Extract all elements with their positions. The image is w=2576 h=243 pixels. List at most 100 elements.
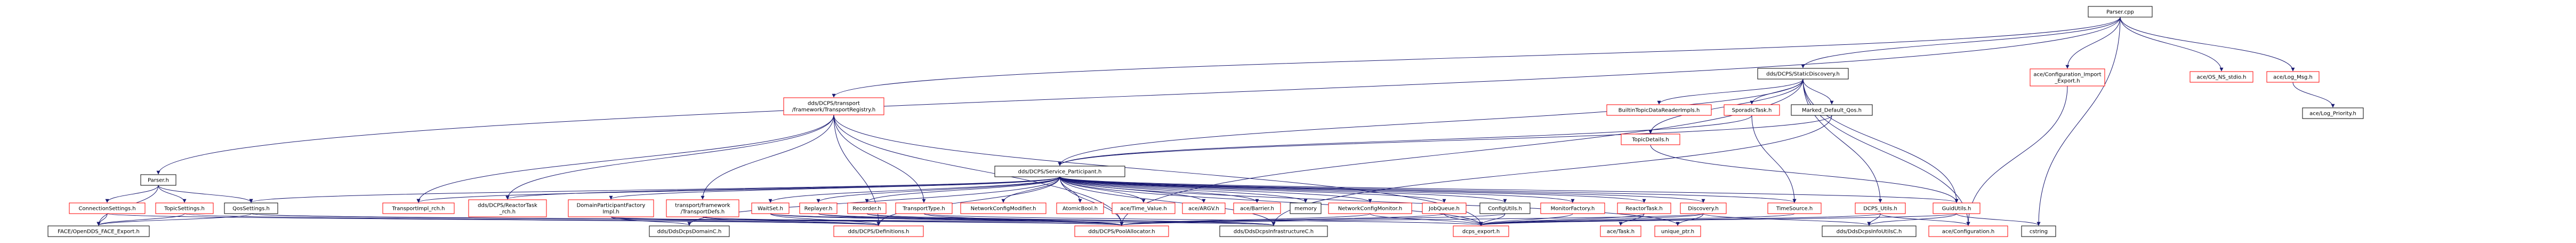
node-topic-details[interactable]: TopicDetails.h [1621, 134, 1680, 145]
edge-parser_h-to-qos_settings [158, 185, 253, 203]
node-cstring[interactable]: cstring [2021, 225, 2056, 237]
node-infrastructure-c[interactable]: dds/DdsDcpsInfrastructureC.h [1219, 225, 1328, 237]
node-label: dds/DdsDcpsInfrastructureC.h [1234, 229, 1314, 235]
node-box [1290, 202, 1322, 214]
node-box [1855, 202, 1906, 214]
node-ace-time-value[interactable]: ace/Time_Value.h [1112, 202, 1176, 214]
node-guid-utils[interactable]: GuidUtils.h [1933, 202, 1981, 214]
node-atomic-bool[interactable]: AtomicBool.h [1056, 202, 1104, 214]
edge-recorder-to-infrastructure_c [866, 213, 1276, 226]
node-box [224, 202, 278, 214]
node-dcps-utils[interactable]: DCPS_Utils.h [1855, 202, 1906, 214]
edge-service_participant-to-recorder [865, 176, 1060, 203]
node-ace-os-stdio[interactable]: ace/OS_NS_stdio.h [2189, 71, 2253, 83]
node-label: MonitorFactory.h [1551, 206, 1595, 212]
edge-domain_participant_factory-to-dds_domain_c [610, 216, 691, 226]
node-label: Marked_Default_Qos.h [1802, 108, 1862, 114]
edge-topic_details-to-guid_utils [1650, 144, 1959, 203]
edge-transport_type-to-dcps_export [923, 213, 1483, 226]
node-ds-static[interactable]: dds/DCPS/StaticDiscovery.h [1757, 68, 1849, 80]
node-qos-settings[interactable]: QosSettings.h [224, 202, 278, 214]
node-parser-h[interactable]: Parser.h [140, 174, 176, 186]
edge-service_participant-to-reactor_task [1059, 176, 1646, 203]
edge-ds_static-to-builtin_reader [1657, 79, 1804, 105]
node-ace-task[interactable]: ace/Task.h [1600, 225, 1641, 237]
node-box [833, 225, 924, 237]
node-label: dds/DdsDcpsDomainC.h [657, 229, 722, 235]
node-box [783, 97, 884, 115]
node-label: FACE/OpenDDS_FACE_Export.h [58, 229, 140, 235]
node-service-participant[interactable]: dds/DCPS/Service_Participant.h [994, 166, 1125, 177]
edge-sporadic_task-to-time_source [1751, 115, 1797, 203]
node-label: Discovery.h [1688, 206, 1719, 212]
node-dds-domain-c[interactable]: dds/DdsDcpsDomainC.h [649, 225, 730, 237]
edge-reactor_task-to-dcps_export [1479, 213, 1645, 226]
edge-guid_utils-to-info_utils_c [1867, 213, 1957, 226]
node-transport-defs[interactable]: transport/framework/TransportDefs.h [666, 199, 739, 217]
node-label: NetworkConfigModifier.h [971, 206, 1036, 212]
node-unique-ptr[interactable]: unique_ptr.h [1654, 225, 1701, 237]
edge-root-to-transport_registry [832, 17, 2121, 98]
edge-root-to-parser_h [156, 17, 2121, 175]
node-label: ace/Task.h [1607, 229, 1635, 235]
edge-topic_settings-to-face_export [96, 213, 185, 226]
node-network-config-monitor[interactable]: NetworkConfigMonitor.h [1328, 202, 1412, 214]
node-label: ace/Time_Value.h [1120, 206, 1167, 212]
node-box [2088, 6, 2153, 18]
edge-transport_defs-to-pool_allocator [702, 216, 1123, 226]
node-time-source[interactable]: TimeSource.h [1767, 202, 1822, 214]
node-discovery[interactable]: Discovery.h [1680, 202, 1727, 214]
node-face-export[interactable]: FACE/OpenDDS_FACE_Export.h [47, 225, 150, 237]
node-reactor-task-rch[interactable]: dds/DCPS/ReactorTask_rch.h [468, 199, 547, 217]
node-ace-log-msg[interactable]: ace/Log_Msg.h [2266, 71, 2320, 83]
node-box [382, 202, 455, 214]
node-root[interactable]: Parser.cpp [2088, 6, 2153, 18]
node-topic-settings[interactable]: TopicSettings.h [155, 202, 214, 214]
node-wait-set[interactable]: WaitSet.h [751, 202, 790, 214]
node-recorder[interactable]: Recorder.h [847, 202, 887, 214]
node-connection-settings[interactable]: ConnectionSettings.h [69, 202, 146, 214]
node-config-utils[interactable]: ConfigUtils.h [1479, 202, 1531, 214]
node-label: dds/DCPS/PoolAllocator.h [1088, 229, 1155, 235]
edge-ace_cfg_import-to-ace_configuration [1966, 85, 2068, 226]
node-ace-log-priority[interactable]: ace/Log_Priority.h [2302, 107, 2364, 119]
node-builtin-reader[interactable]: BuiltinTopicDataReaderImpls.h [1606, 104, 1712, 116]
node-sporadic-task[interactable]: SporadicTask.h [1724, 104, 1780, 116]
node-dcps-export[interactable]: dcps_export.h [1453, 225, 1509, 237]
edge-ace_log_msg-to-ace_log_priority [2292, 82, 2335, 108]
node-replayer[interactable]: Replayer.h [799, 202, 838, 214]
node-ace-barrier[interactable]: ace/Barrier.h [1233, 202, 1281, 214]
node-ace-cfg-import[interactable]: ace/Configuration_Import_Export.h [2030, 68, 2105, 87]
node-pool-allocator[interactable]: dds/DCPS/PoolAllocator.h [1074, 225, 1169, 237]
node-transport-registry[interactable]: dds/DCPS/transport/framework/TransportRe… [783, 97, 884, 115]
node-label: TimeSource.h [1776, 206, 1813, 212]
node-network-config-modifier[interactable]: NetworkConfigModifier.h [960, 202, 1046, 214]
edge-guid_utils-to-cstring [1956, 213, 2041, 226]
node-job-queue[interactable]: JobQueue.h [1422, 202, 1467, 214]
node-ace-argv[interactable]: ace/ARGV.h [1182, 202, 1226, 214]
node-dcps-definitions[interactable]: dds/DCPS/Definitions.h [833, 225, 924, 237]
node-box [1928, 225, 2008, 237]
node-label: transport/framework [675, 203, 730, 209]
node-box [1453, 225, 1509, 237]
node-label: AtomicBool.h [1062, 206, 1098, 212]
node-box [1791, 104, 1873, 116]
node-box [1822, 225, 1917, 237]
edge-root-to-ds_static [1801, 17, 2121, 68]
node-memory[interactable]: memory [1290, 202, 1322, 214]
node-label: Recorder.h [852, 206, 881, 212]
edge-network_config_monitor-to-pool_allocator [1120, 213, 1371, 226]
edge-service_participant-to-time_source [1059, 176, 1797, 203]
node-transport-type[interactable]: TransportType.h [895, 202, 953, 214]
edge-service_participant-to-reactor_task_rch [505, 176, 1060, 200]
node-monitor-factory[interactable]: MonitorFactory.h [1540, 202, 1605, 214]
node-box [1233, 202, 1281, 214]
node-marked-default[interactable]: Marked_Default_Qos.h [1791, 104, 1873, 116]
node-ace-configuration[interactable]: ace/Configuration.h [1928, 225, 2008, 237]
node-info-utils-c[interactable]: dds/DdsDcpsInfoUtilsC.h [1822, 225, 1917, 237]
node-transport-impl-rch[interactable]: TransportImpl_rch.h [382, 202, 455, 214]
edge-ds_static-to-dcps_utils [1802, 79, 1882, 203]
node-reactor-task[interactable]: ReactorTask.h [1617, 202, 1671, 214]
edge-service_participant-to-wait_set [768, 176, 1060, 203]
